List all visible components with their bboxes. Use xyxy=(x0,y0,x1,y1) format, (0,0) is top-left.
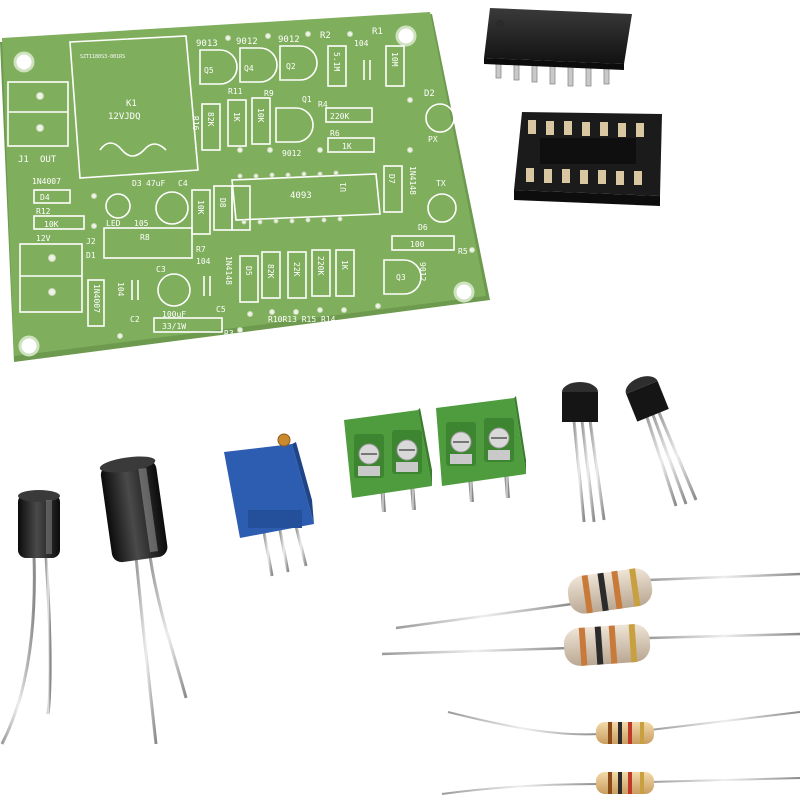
label-q1: Q1 xyxy=(302,95,312,104)
label-5-1m: 5.1M xyxy=(332,52,341,71)
pcb-board: 9013 9012 9012 R2 R1 104 5.1M 10M SZT118… xyxy=(0,12,490,362)
label-q4-value: 9012 xyxy=(236,37,258,47)
label-33-1w: 33/1W xyxy=(162,322,186,331)
to92-transistor xyxy=(625,376,698,507)
label-relay-part: SZT1180S3-001RS xyxy=(80,54,125,60)
trimmer-potentiometer xyxy=(224,433,314,577)
label-tx: TX xyxy=(436,179,446,188)
label-r12: R12 xyxy=(36,207,51,216)
label-r1: R1 xyxy=(372,27,383,37)
label-q5-value: 9013 xyxy=(196,39,218,49)
label-bottom-refs: R10R13 R15 R14 xyxy=(268,315,336,324)
label-j2: J2 xyxy=(86,237,96,246)
label-10m: 10M xyxy=(390,52,399,67)
label-d3: D3 xyxy=(132,179,142,188)
label-q1-value: 9012 xyxy=(282,149,301,158)
resistor-small xyxy=(447,711,800,744)
label-k1: K1 xyxy=(126,99,137,109)
screw-terminal-block xyxy=(436,396,526,503)
label-d2: D2 xyxy=(424,89,435,99)
label-r4: R4 xyxy=(318,100,328,109)
label-px: PX xyxy=(428,135,438,144)
label-r16: R16 xyxy=(191,116,200,131)
resistor-small xyxy=(441,772,800,795)
label-r3: R3 xyxy=(224,329,234,338)
label-104-mid: 104 xyxy=(196,257,211,266)
to92-transistor xyxy=(562,382,606,523)
label-1n4007-top: 1N4007 xyxy=(32,177,61,186)
electrolytic-capacitor-small xyxy=(0,490,60,745)
label-c4: C4 xyxy=(178,179,188,188)
label-100uf: 100uF xyxy=(162,310,186,319)
label-100: 100 xyxy=(410,240,425,249)
screw-terminal-block xyxy=(344,408,432,513)
label-q5: Q5 xyxy=(204,66,214,75)
label-d1: D1 xyxy=(86,251,96,260)
label-r5: R5 xyxy=(458,247,468,256)
label-q2-value: 9012 xyxy=(278,35,300,45)
label-d4: D4 xyxy=(40,193,50,202)
label-d6: D6 xyxy=(418,223,428,232)
label-82k-top: 82K xyxy=(206,112,215,127)
silkscreen-labels: 9013 9012 9012 R2 R1 104 5.1M 10M SZT118… xyxy=(18,27,468,338)
label-r7: R7 xyxy=(196,245,206,254)
label-q2: Q2 xyxy=(286,62,296,71)
label-d5: D5 xyxy=(244,266,253,276)
silkscreen-outlines xyxy=(7,35,457,333)
label-1n4007-bottom: 1N4007 xyxy=(92,284,101,313)
label-r11: R11 xyxy=(228,87,243,96)
mounting-hole xyxy=(453,281,475,303)
label-105: 105 xyxy=(134,219,149,228)
label-q3-value: 9012 xyxy=(418,262,427,281)
label-82k-bottom: 82K xyxy=(266,264,275,279)
electrolytic-capacitor-large xyxy=(99,456,188,745)
label-c5: C5 xyxy=(216,305,226,314)
label-1k-top: 1K xyxy=(342,142,352,151)
mounting-hole xyxy=(13,51,35,73)
mounting-hole xyxy=(395,25,417,47)
label-220k-bottom: 220K xyxy=(316,256,325,275)
mounting-hole xyxy=(18,335,40,357)
label-r2: R2 xyxy=(320,31,331,41)
label-47uf: 47uF xyxy=(146,179,165,188)
label-u1: U1 xyxy=(339,182,348,192)
label-q3: Q3 xyxy=(396,273,406,282)
label-c104-top: 104 xyxy=(354,39,369,48)
label-1k-mid: 1K xyxy=(232,112,241,122)
solder-pads xyxy=(36,31,475,339)
dip14-ic-socket xyxy=(514,112,662,206)
label-10k-left: 10K xyxy=(44,220,59,229)
pcb-surface xyxy=(2,12,486,356)
label-d7: D7 xyxy=(387,174,396,184)
label-12v: 12V xyxy=(36,234,51,243)
label-1k-bottom: 1K xyxy=(340,260,349,270)
label-1n4148-bottom: 1N4148 xyxy=(224,256,233,285)
label-c3: C3 xyxy=(156,265,166,274)
dip14-ic-chip xyxy=(484,8,632,87)
label-d8: D8 xyxy=(218,198,227,208)
label-r8: R8 xyxy=(140,233,150,242)
label-led: LED xyxy=(106,219,121,228)
label-out: OUT xyxy=(40,155,57,165)
label-10k-top: 10K xyxy=(256,108,265,123)
label-220k-top: 220K xyxy=(330,112,349,121)
label-relay-12vjdq: 12VJDQ xyxy=(108,112,141,122)
resistor-large xyxy=(381,624,800,666)
resistor-large xyxy=(395,568,800,630)
label-1n4148-right: 1N4148 xyxy=(408,166,417,195)
label-q4: Q4 xyxy=(244,64,254,73)
label-4093: 4093 xyxy=(290,191,312,201)
label-104-left: 104 xyxy=(116,282,125,297)
label-r9: R9 xyxy=(264,89,274,98)
label-r6: R6 xyxy=(330,129,340,138)
label-j1: J1 xyxy=(18,155,29,165)
label-10k-mid: 10K xyxy=(196,200,205,215)
label-22k: 22K xyxy=(292,262,301,277)
label-c2: C2 xyxy=(130,315,140,324)
